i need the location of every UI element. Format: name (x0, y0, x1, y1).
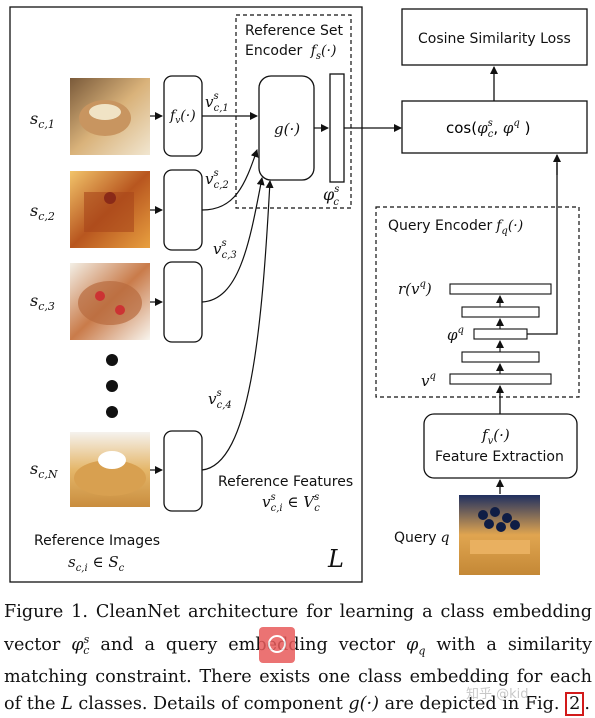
reference-set-encoder-title-2: Encoder fs(·) (245, 43, 336, 62)
s-label-2: sc,2 (30, 201, 55, 223)
cosine-loss-box (401, 8, 588, 66)
classes-label: L (327, 545, 344, 573)
reference-features-label: Reference Features (218, 474, 353, 490)
reference-panel (9, 6, 363, 583)
reference-image-1 (70, 78, 150, 155)
fv-box-3 (163, 261, 203, 343)
reference-set-encoder-box (235, 14, 352, 209)
caption-text: and a query embedding vector (89, 634, 406, 655)
fv-label: fv(·) (169, 108, 196, 126)
s-label-3: sc,3 (30, 291, 55, 313)
caption-g: g(·) (348, 694, 380, 715)
ellipsis-dot (106, 354, 118, 366)
phi-q-label: φq (447, 325, 464, 344)
s-label-1: sc,1 (30, 109, 55, 131)
layer-hidden-1 (461, 306, 540, 318)
cosine-loss-label: Cosine Similarity Loss (418, 31, 571, 47)
v-q-label: vq (421, 371, 436, 390)
caption-text: with a similarity matching constraint. T… (4, 634, 593, 715)
figure-2-link[interactable]: 2 (565, 692, 585, 717)
reference-image-2 (70, 171, 150, 248)
caption-phi-q: φq (406, 634, 426, 658)
layer-hidden-2 (461, 351, 540, 363)
feature-extraction-label: Feature Extraction (435, 449, 564, 465)
watermark: 知乎 @kid (466, 687, 529, 702)
ellipsis-dot (106, 406, 118, 418)
query-encoder-box (375, 206, 580, 398)
figure-caption: Figure 1. CleanNet architecture for lear… (4, 599, 592, 718)
reference-image-n (70, 432, 150, 507)
caption-text: are depicted in Fig. (379, 694, 566, 715)
search-icon[interactable] (259, 627, 295, 663)
caption-phi-c: φsc (71, 633, 90, 658)
fe-function-label: fv(·) (481, 426, 510, 447)
feature-extraction-box (423, 413, 578, 479)
reference-set-encoder-title: Reference Set (245, 23, 343, 39)
caption-L: L (61, 694, 73, 715)
g-function-label: g(·) (274, 120, 300, 138)
class-embedding-box (329, 73, 345, 183)
r-vq-label: r(vq) (398, 279, 432, 298)
reference-images-label: Reference Images (34, 533, 160, 549)
ellipsis-dot (106, 380, 118, 392)
caption-text: . (584, 694, 590, 715)
layer-v-q (449, 373, 552, 385)
cos-box (401, 100, 588, 154)
s-label-n: sc,N (30, 459, 58, 481)
caption-text: classes. Details of component (72, 694, 349, 715)
fv-box-2 (163, 169, 203, 251)
reference-images-math: sc,i ∈ Sc (68, 553, 125, 574)
reference-image-3 (70, 263, 150, 340)
caption-text: CleanNet architecture for learning a cla… (4, 602, 592, 655)
layer-r-vq (449, 283, 552, 295)
layer-phi-q (473, 328, 528, 340)
fv-box-n (163, 430, 203, 512)
figure-label: Figure 1. (4, 602, 88, 622)
query-image (459, 495, 540, 575)
